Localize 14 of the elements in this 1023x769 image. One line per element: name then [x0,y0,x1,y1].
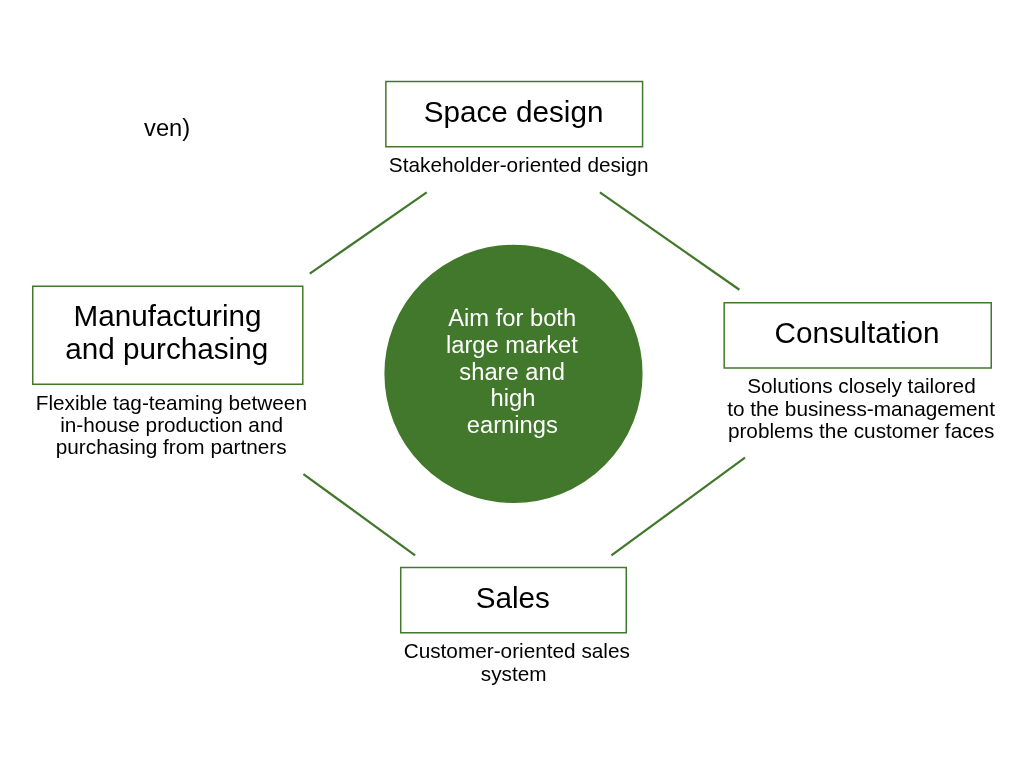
connector [302,472,416,556]
node-box: Sales [399,566,627,634]
node-label: Customer-oriented sales system [403,638,630,685]
node-box: Space design [384,80,643,148]
node-label: Solutions closely tailored to the business-management problems the customer faces [726,373,995,442]
connector [308,190,427,275]
label: ven) [143,114,190,141]
node-box: Consultation [722,301,992,369]
node-box: Manufacturing and purchasing [31,285,304,385]
node-circle: Aim for both large market share and high earnings [383,244,643,503]
node-label: Flexible tag-teaming between in-house production and purchasing from partners [35,390,307,458]
node-label: Stakeholder-oriented design [388,152,649,176]
connector [610,456,746,556]
connector [598,190,740,291]
